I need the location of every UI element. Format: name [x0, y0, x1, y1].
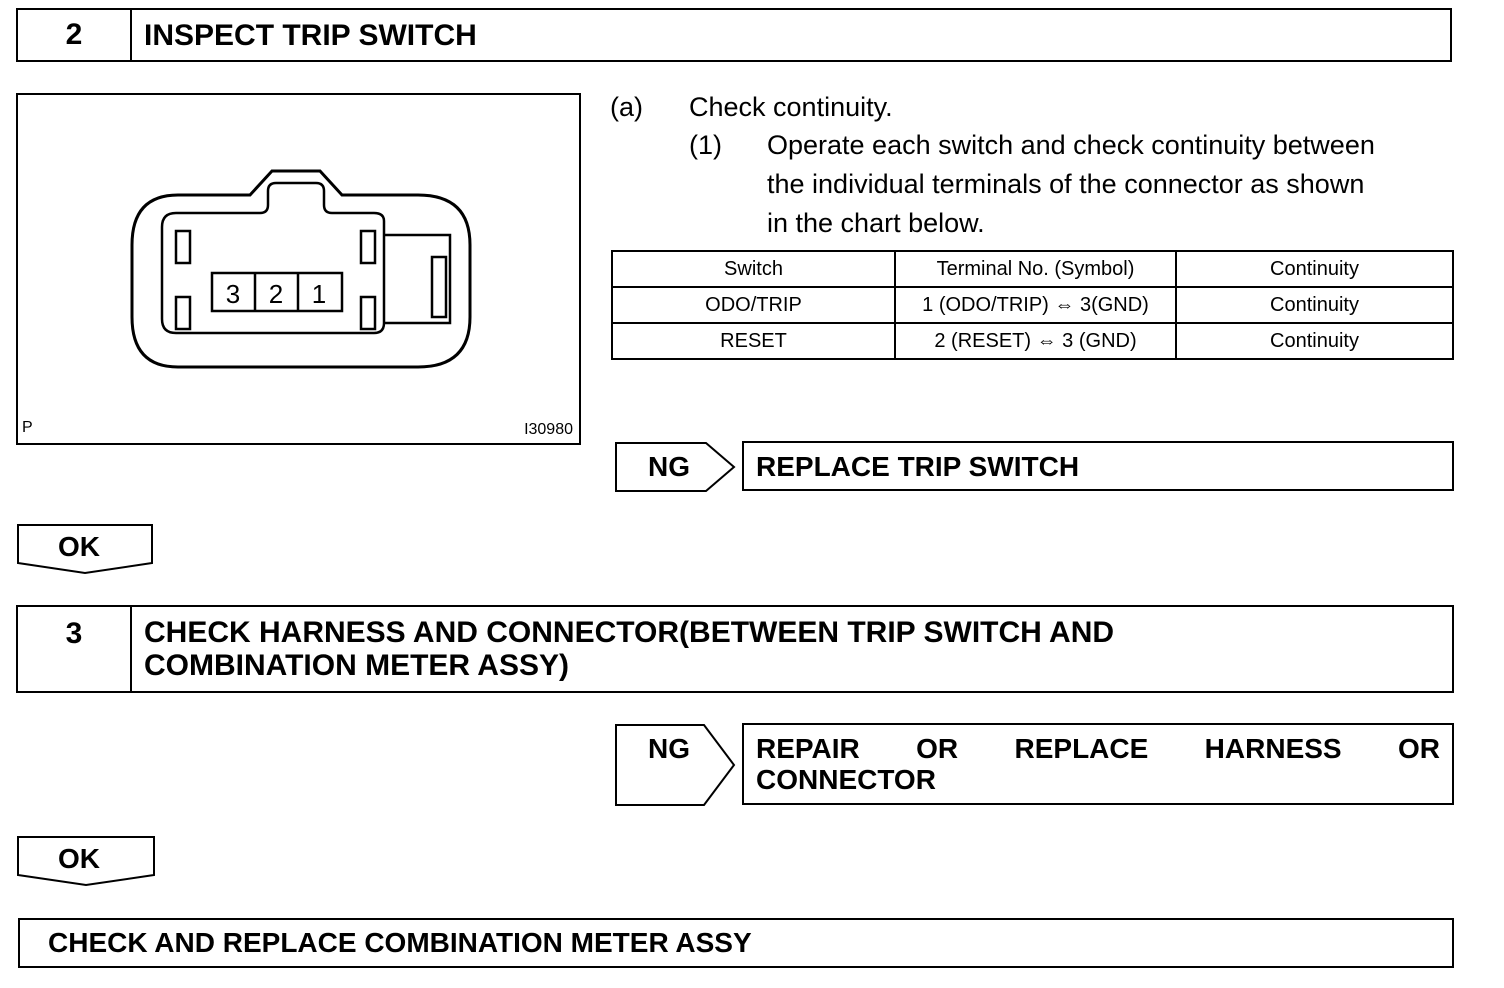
pin-3-label: 3 — [226, 279, 240, 309]
ng-arrow-1: NG — [614, 441, 738, 493]
table-cell: 1 (ODO/TRIP) ⇔ 3(GND) — [894, 286, 1177, 324]
ok-arrow-2: OK — [16, 835, 156, 887]
connector-figure: 3 2 1 P I30980 — [16, 93, 581, 445]
table-cell: Continuity — [1175, 322, 1454, 360]
continuity-table: Switch Terminal No. (Symbol) Continuity … — [611, 250, 1454, 360]
ng-label: NG — [648, 733, 690, 764]
ng-label: NG — [648, 451, 690, 482]
table-header-switch: Switch — [611, 250, 896, 288]
step-number: 2 — [18, 10, 132, 60]
ok-arrow-1: OK — [16, 523, 154, 575]
table-cell: Continuity — [1175, 286, 1454, 324]
figure-id: I30980 — [524, 421, 573, 438]
ng-arrow-shape — [615, 442, 736, 492]
table-header-row: Switch Terminal No. (Symbol) Continuity — [611, 250, 1454, 288]
instruction-line: the individual terminals of the connecto… — [767, 169, 1365, 199]
instruction-line: in the chart below. — [767, 208, 985, 238]
step-title-line: COMBINATION METER ASSY) — [144, 649, 569, 682]
ok-arrow-shape — [17, 524, 153, 575]
table-header-terminal: Terminal No. (Symbol) — [894, 250, 1177, 288]
table-cell: ODO/TRIP — [611, 286, 896, 324]
step-title-line: CHECK HARNESS AND CONNECTOR(BETWEEN TRIP… — [144, 616, 1115, 649]
ok-label: OK — [58, 531, 100, 562]
ng-result-2: REPAIR OR REPLACE HARNESS OR CONNECTOR — [742, 723, 1454, 805]
continuity-table-wrapper: Switch Terminal No. (Symbol) Continuity … — [611, 250, 1454, 360]
instruction-sub-label: (1) — [689, 130, 722, 160]
table-row: RESET 2 (RESET) ⇔ 3 (GND) Continuity — [611, 322, 1454, 360]
step-3-header: 3 CHECK HARNESS AND CONNECTOR(BETWEEN TR… — [16, 605, 1454, 693]
trip-switch-connector-diagram: 3 2 1 — [130, 169, 472, 369]
figure-corner-label: P — [22, 419, 33, 436]
step-number: 3 — [18, 607, 132, 691]
pin-1-label: 1 — [312, 279, 326, 309]
instruction-line: Operate each switch and check continuity… — [767, 130, 1375, 160]
step-title: INSPECT TRIP SWITCH — [144, 18, 477, 52]
step-2-header: 2 INSPECT TRIP SWITCH — [16, 8, 1452, 62]
instruction-a-text: Check continuity. — [689, 92, 893, 122]
ok-arrow-shape — [17, 836, 155, 887]
pin-2-label: 2 — [269, 279, 283, 309]
instruction-a-label: (a) — [610, 92, 643, 122]
table-cell: RESET — [611, 322, 896, 360]
ng-result-line: REPAIR OR REPLACE HARNESS OR — [756, 733, 1440, 764]
step-title: CHECK HARNESS AND CONNECTOR(BETWEEN TRIP… — [132, 607, 1452, 691]
ng-arrow-2: NG — [614, 723, 738, 807]
final-action: CHECK AND REPLACE COMBINATION METER ASSY — [18, 918, 1454, 968]
instruction-sub-text: Operate each switch and check continuity… — [767, 126, 1453, 243]
table-cell: 2 (RESET) ⇔ 3 (GND) — [894, 322, 1177, 360]
ok-label: OK — [58, 843, 100, 874]
ng-result-line: CONNECTOR — [756, 764, 936, 795]
ng-arrow-shape — [615, 724, 736, 806]
table-header-continuity: Continuity — [1175, 250, 1454, 288]
table-row: ODO/TRIP 1 (ODO/TRIP) ⇔ 3(GND) Continuit… — [611, 286, 1454, 324]
ng-result-1: REPLACE TRIP SWITCH — [742, 441, 1454, 491]
